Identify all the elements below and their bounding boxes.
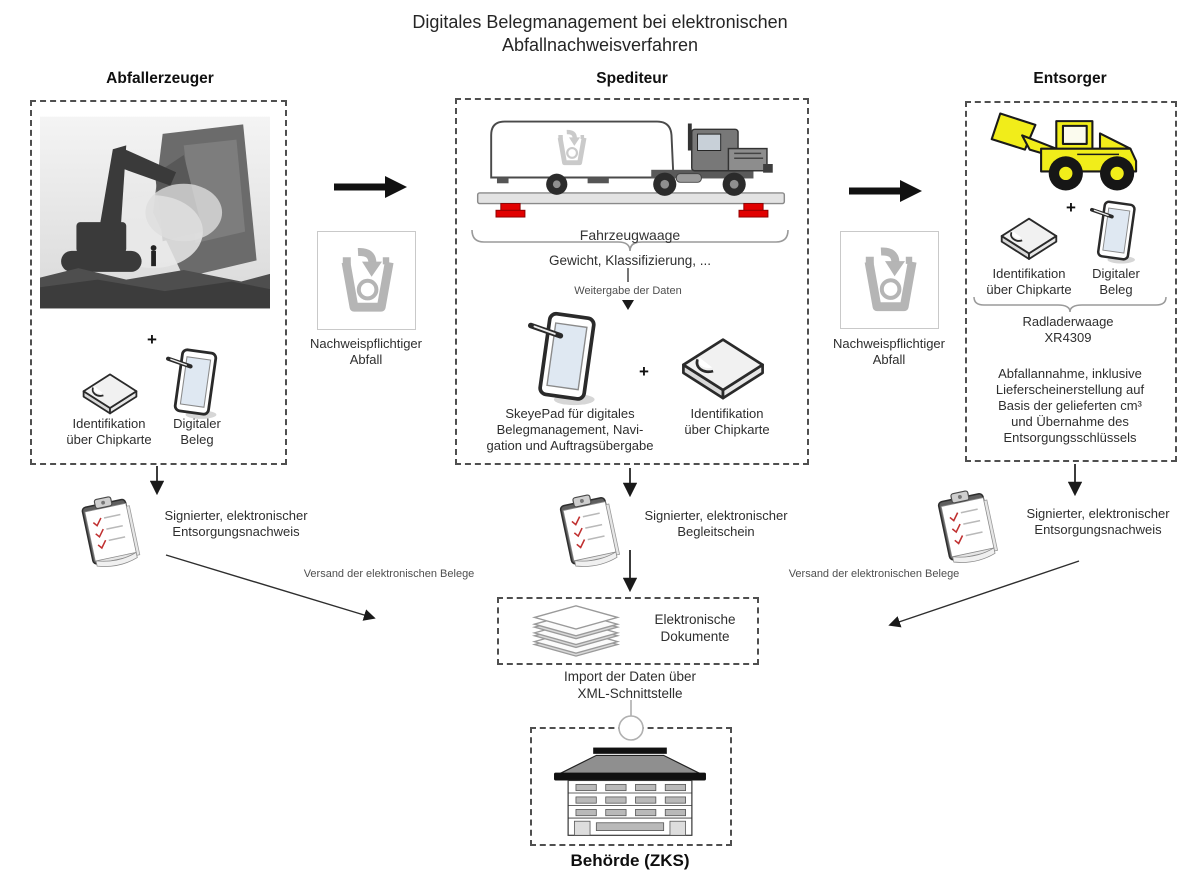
column-header-entsorger: Entsorger xyxy=(1033,70,1107,87)
waste-symbol-frame xyxy=(317,231,416,330)
label-line: Entsorgungsschlüssels xyxy=(1003,430,1137,446)
waste-bin-icon xyxy=(849,238,929,321)
clipboard-icon xyxy=(72,490,148,570)
truck-on-scale-icon xyxy=(476,120,786,218)
plus-sign: + xyxy=(639,362,649,381)
radladerwaage-label: Radladerwaage XR4309 xyxy=(1022,314,1113,346)
column-header-spediteur: Spediteur xyxy=(596,70,668,87)
chipcard-label: Identifikation über Chipkarte xyxy=(986,266,1071,298)
label-line: Identifikation xyxy=(690,406,764,421)
label-line: SkeyePad für digitales xyxy=(505,406,635,421)
versand-label-right: Versand der elektronischen Belege xyxy=(788,568,960,580)
scale-support-left xyxy=(495,203,526,218)
spediteur-box xyxy=(455,98,809,465)
diagram-title-line1: Digitales Belegmanagement bei elektronis… xyxy=(412,12,788,32)
label-line: Identifikation xyxy=(72,416,146,431)
chipcard-label: Identifikation über Chipkarte xyxy=(66,416,151,448)
wheel-loader-icon xyxy=(990,112,1138,191)
skeyepad-label: SkeyePad für digitales Belegmanagement, … xyxy=(487,406,654,454)
plus-sign: + xyxy=(1066,198,1076,217)
scale-support-right xyxy=(738,203,769,218)
label-line: Entsorgungsnachweis xyxy=(1034,522,1162,538)
label-line: Radladerwaage xyxy=(1022,314,1114,329)
building-icon xyxy=(554,747,706,836)
label-line: Basis der gelieferten cm³ xyxy=(998,398,1142,414)
label-line: Abfall xyxy=(872,352,906,368)
label-line: Entsorgungsnachweis xyxy=(172,524,300,540)
nachweispflichtiger-abfall-label: Nachweispflichtiger Abfall xyxy=(310,336,422,368)
label-line: Signierter, elektronischer xyxy=(644,508,788,523)
begleitschein-label: Signierter, elektronischer Begleitschein xyxy=(644,508,787,540)
chipcard-label: Identifikation über Chipkarte xyxy=(684,406,769,438)
dokumente-label: Elektronische Dokumente xyxy=(654,611,735,646)
documents-stack-icon xyxy=(531,605,621,657)
label-line: Abfall xyxy=(349,352,383,368)
label-line: XML-Schnittstelle xyxy=(577,686,683,702)
digital-beleg-label: Digitaler Beleg xyxy=(1092,266,1140,298)
xml-import-label: Import der Daten über XML-Schnittstelle xyxy=(564,668,696,703)
digital-beleg-label: Digitaler Beleg xyxy=(173,416,221,448)
flow-arrow-left xyxy=(334,176,407,198)
nachweispflichtiger-abfall-label: Nachweispflichtiger Abfall xyxy=(833,336,945,368)
gewicht-label: Gewicht, Klassifizierung, ... xyxy=(548,253,712,268)
diagonal-arrow-left xyxy=(165,554,376,621)
label-line: Elektronische xyxy=(654,612,736,627)
entsorgungsnachweis-label: Signierter, elektronischer Entsorgungsna… xyxy=(1026,506,1169,538)
label-line: Abfallannahme, inklusive xyxy=(998,366,1142,381)
chipcard-icon xyxy=(998,216,1060,266)
label-line: über Chipkarte xyxy=(986,282,1072,298)
label-line: Dokumente xyxy=(660,629,730,645)
skeyepad-icon xyxy=(528,306,602,408)
abfallerzeuger-box xyxy=(30,100,287,465)
label-line: und Übernahme des xyxy=(1011,414,1129,430)
label-line: über Chipkarte xyxy=(66,432,152,448)
label-line: Import der Daten über xyxy=(563,669,697,684)
label-line: Beleg xyxy=(1099,282,1133,298)
column-header-abfallerzeuger: Abfallerzeuger xyxy=(106,70,214,87)
label-line: Signierter, elektronischer xyxy=(164,508,308,523)
flow-arrow-right xyxy=(849,180,922,202)
clipboard-icon xyxy=(928,484,1006,566)
label-line: Begleitschein xyxy=(677,524,755,540)
entsorger-box xyxy=(965,101,1177,462)
waste-bin-icon xyxy=(326,238,406,322)
entsorgungsnachweis-label: Signierter, elektronischer Entsorgungsna… xyxy=(164,508,307,540)
loader-scale-brace xyxy=(973,296,1167,313)
label-line: Identifikation xyxy=(992,266,1066,281)
demolition-photo xyxy=(40,116,270,309)
plus-sign: + xyxy=(147,330,157,349)
fahrzeugwaage-label: Fahrzeugwaage xyxy=(579,227,681,243)
dokumente-box xyxy=(497,597,759,665)
scale-brace xyxy=(471,229,789,252)
chipcard-icon xyxy=(80,372,140,420)
label-line: gation und Auftragsübergabe xyxy=(486,438,654,454)
label-line: Lieferscheinerstellung auf xyxy=(995,382,1145,398)
label-line: Digitaler xyxy=(1092,266,1140,281)
diagram-title-line2: Abfallnachweisverfahren xyxy=(501,35,699,55)
label-line: Digitaler xyxy=(173,416,221,431)
chipcard-icon xyxy=(678,336,768,408)
digital-document-icon xyxy=(166,344,222,421)
label-line: über Chipkarte xyxy=(684,422,770,438)
weitergabe-label: Weitergabe der Daten xyxy=(574,285,682,297)
label-line: Nachweispflichtiger xyxy=(833,336,945,351)
label-line: Beleg xyxy=(180,432,214,448)
digital-document-icon xyxy=(1090,196,1140,266)
versand-label-left: Versand der elektronischen Belege xyxy=(303,568,475,580)
label-line: Belegmanagement, Navi- xyxy=(496,422,644,438)
behoerde-label: Behörde (ZKS) xyxy=(570,851,690,870)
clipboard-icon xyxy=(550,488,628,570)
label-line: Nachweispflichtiger xyxy=(310,336,422,351)
label-line: XR4309 xyxy=(1044,330,1092,346)
entsorger-description: Abfallannahme, inklusive Lieferscheiners… xyxy=(996,366,1144,447)
label-line: Signierter, elektronischer xyxy=(1026,506,1170,521)
